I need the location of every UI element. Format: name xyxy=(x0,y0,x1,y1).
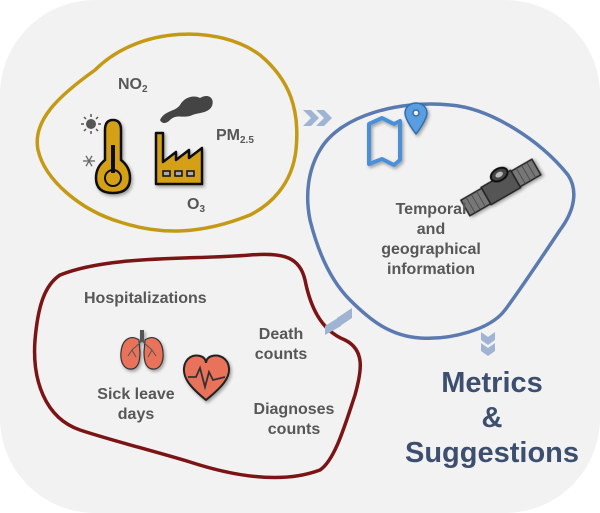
output-line-ampersand: & xyxy=(481,402,503,434)
label-diagnoses-counts: Diagnoses counts xyxy=(242,400,346,440)
environment-outline xyxy=(35,32,299,233)
label-sick-leave-days: Sick leave days xyxy=(86,385,186,425)
line-information: information xyxy=(387,261,475,278)
factory-icon xyxy=(154,131,204,186)
snowflake-icon xyxy=(83,155,95,167)
smoke-icon xyxy=(160,95,213,123)
sick-leave-line-1: Sick leave xyxy=(97,386,175,403)
arrow-spatiotemporal-to-output xyxy=(481,332,495,356)
label-pm25: PM2.5 xyxy=(216,126,254,151)
line-temporal: Temporal xyxy=(395,201,467,218)
line-and: and xyxy=(416,221,446,238)
sun-icon xyxy=(81,114,101,134)
o3-sub: 3 xyxy=(199,204,206,215)
heart-pulse-icon xyxy=(182,354,231,402)
label-o3: O3 xyxy=(187,195,205,220)
spatiotemporal-outline xyxy=(305,102,576,340)
health-outline xyxy=(32,252,363,480)
pm25-sub: 2.5 xyxy=(240,135,254,146)
o3-base: O xyxy=(187,196,200,213)
sick-leave-line-2: days xyxy=(117,406,155,423)
lungs-icon xyxy=(120,330,164,370)
death-line-2: counts xyxy=(254,346,308,363)
line-geographical: geographical xyxy=(381,241,481,258)
no2-base: NO xyxy=(118,76,142,93)
label-temporal-geographical: Temporal and geographical information xyxy=(360,200,502,280)
death-line-1: Death xyxy=(258,326,304,343)
satellite-icon xyxy=(459,158,542,217)
output-line-metrics: Metrics xyxy=(441,367,543,399)
output-metrics-suggestions: Metrics & Suggestions xyxy=(402,366,582,471)
diagnoses-line-1: Diagnoses xyxy=(253,401,335,418)
arrow-health-to-spatiotemporal xyxy=(325,308,352,335)
output-line-suggestions: Suggestions xyxy=(404,437,579,469)
label-no2: NO2 xyxy=(118,75,148,100)
no2-sub: 2 xyxy=(142,84,148,95)
label-death-counts: Death counts xyxy=(248,325,314,365)
pm25-base: PM xyxy=(216,127,240,144)
label-hospitalizations: Hospitalizations xyxy=(84,290,207,307)
map-pin-icon xyxy=(367,102,428,167)
arrow-environment-to-spatiotemporal xyxy=(303,110,332,126)
diagnoses-line-2: counts xyxy=(267,421,321,438)
thermometer-icon xyxy=(94,118,132,195)
